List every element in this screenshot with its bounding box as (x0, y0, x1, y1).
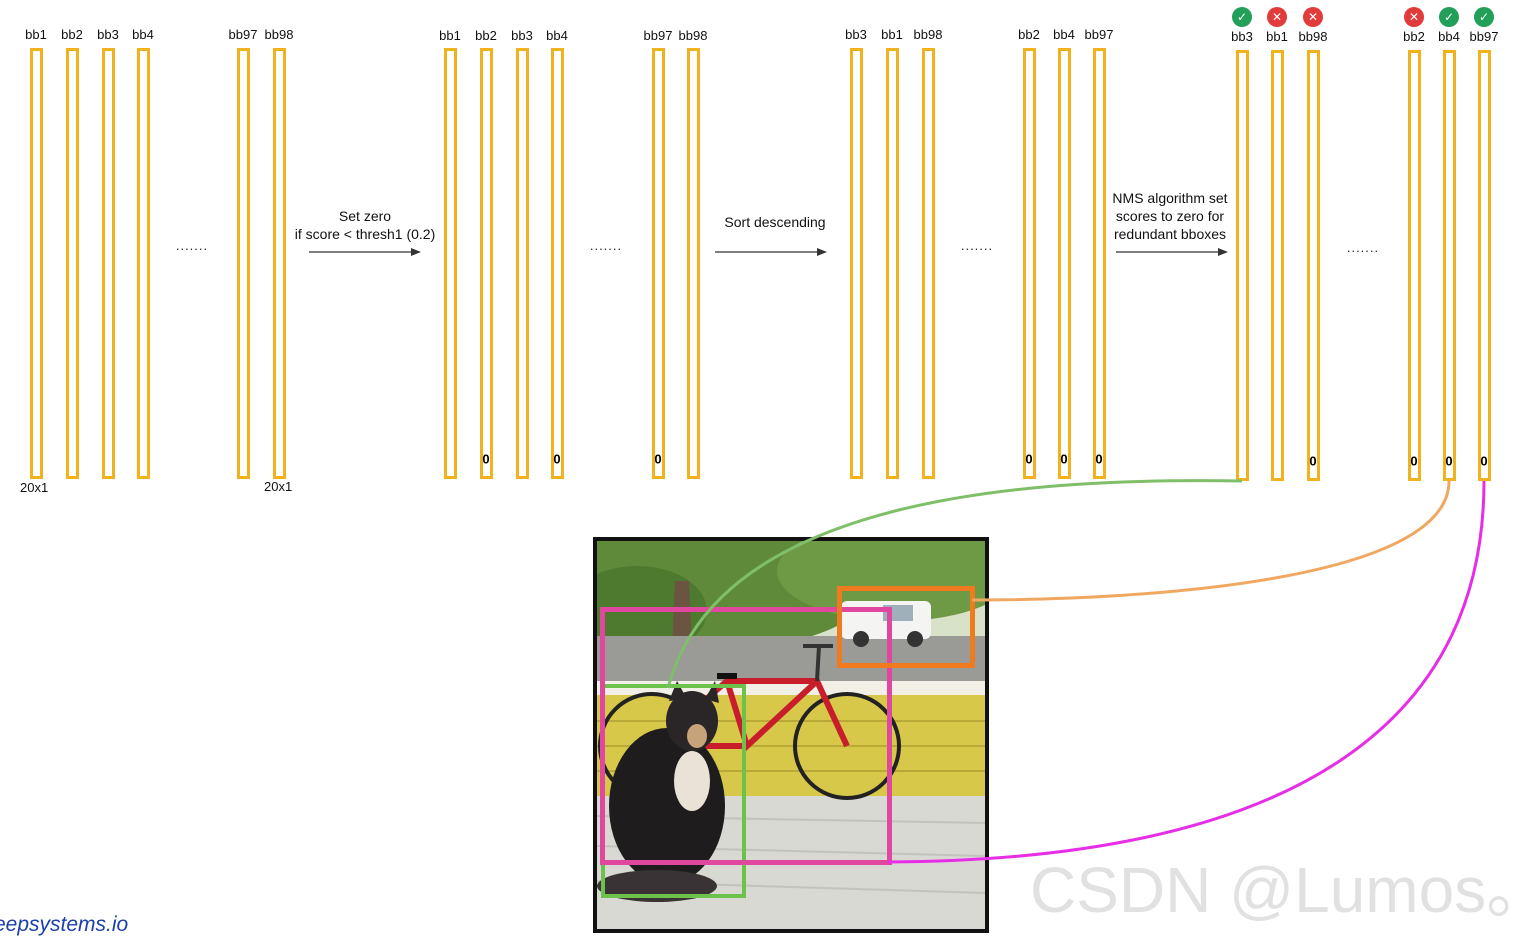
check-icon: ✓ (1232, 7, 1252, 27)
score-vector-bb97 (1092, 48, 1106, 479)
arrow-head (1218, 248, 1228, 256)
column-label-bb4: bb4 (1053, 27, 1075, 42)
column-label-bb3: bb3 (511, 28, 533, 43)
column-label-bb2: bb2 (475, 28, 497, 43)
score-vector-bb4 (550, 48, 564, 479)
score-vector-bb98 (686, 48, 700, 479)
zero-score-marker: 0 (1410, 453, 1418, 469)
column-label-bb97: bb97 (228, 27, 258, 42)
column-label-bb98: bb98 (678, 28, 708, 43)
ellipsis-gap: ....... (589, 238, 623, 253)
score-vector-bb1 (443, 48, 457, 479)
check-icon: ✓ (1439, 7, 1459, 27)
operation-caption-line: scores to zero for (1115, 208, 1225, 224)
column-label-bb97: bb97 (1084, 27, 1114, 42)
ellipsis-gap: ....... (960, 238, 994, 253)
operation-caption-line: Sort descending (724, 214, 826, 230)
score-vector-bb3 (1235, 50, 1249, 481)
score-vector-bb3 (101, 48, 115, 479)
score-vector-bb97 (1477, 50, 1491, 481)
score-vector-bb4 (136, 48, 150, 479)
operation-caption-line: redundant bboxes (1113, 226, 1227, 242)
score-vector-bb1 (885, 48, 899, 479)
column-label-bb1: bb1 (25, 27, 47, 42)
column-label-bb1: bb1 (1266, 29, 1288, 44)
ellipsis-gap: ....... (1346, 240, 1380, 255)
score-vector-bb4 (1057, 48, 1071, 479)
column-label-bb2: bb2 (61, 27, 83, 42)
cross-icon: ✕ (1404, 7, 1424, 27)
score-vector-bb1 (29, 48, 43, 479)
score-vector-bb97 (651, 48, 665, 479)
operation-caption-line: NMS algorithm set (1112, 190, 1228, 206)
score-vector-bb4 (1442, 50, 1456, 481)
score-vector-bb98 (272, 48, 286, 479)
zero-score-marker: 0 (1095, 451, 1103, 467)
zero-score-marker: 0 (1025, 451, 1033, 467)
score-vector-bb2 (1022, 48, 1036, 479)
link-bb4-to-car-box (971, 480, 1451, 602)
column-label-bb98: bb98 (913, 27, 943, 42)
column-label-bb3: bb3 (1231, 29, 1253, 44)
zero-score-marker: 0 (1060, 451, 1068, 467)
zero-score-marker: 0 (1480, 453, 1488, 469)
column-label-bb97: bb97 (1469, 29, 1499, 44)
cross-icon: ✕ (1267, 7, 1287, 27)
score-vector-bb2 (65, 48, 79, 479)
column-label-bb4: bb4 (546, 28, 568, 43)
score-vector-bb2 (1407, 50, 1421, 481)
operation-caption-line: Set zero (338, 208, 392, 224)
column-label-bb97: bb97 (643, 28, 673, 43)
zero-score-marker: 0 (1445, 453, 1453, 469)
csdn-watermark: CSDN @Lumos。 (1030, 854, 1513, 926)
score-vector-bb2 (479, 48, 493, 479)
arrow-head (817, 248, 827, 256)
score-vector-bb3 (849, 48, 863, 479)
column-label-bb1: bb1 (439, 28, 461, 43)
zero-score-marker: 0 (1309, 453, 1317, 469)
vector-size-label: 20x1 (20, 480, 49, 495)
operation-caption: Set zero if score < thresh1 (0.2) (295, 207, 435, 243)
detection-photo (593, 537, 989, 933)
column-label-bb2: bb2 (1018, 27, 1040, 42)
operation-caption: NMS algorithm set scores to zero for redun… (1112, 189, 1227, 243)
check-icon: ✓ (1474, 7, 1494, 27)
zero-score-marker: 0 (553, 451, 561, 467)
column-label-bb4: bb4 (1438, 29, 1460, 44)
cross-icon: ✕ (1303, 7, 1323, 27)
column-label-bb4: bb4 (132, 27, 154, 42)
score-vector-bb98 (1306, 50, 1320, 481)
score-vector-bb1 (1270, 50, 1284, 481)
score-vector-bb3 (515, 48, 529, 479)
site-watermark: eepsystems.io (0, 913, 129, 936)
column-label-bb3: bb3 (97, 27, 119, 42)
car-box (837, 586, 975, 668)
column-label-bb98: bb98 (264, 27, 294, 42)
column-label-bb1: bb1 (881, 27, 903, 42)
ellipsis-gap: ....... (175, 238, 209, 253)
column-label-bb3: bb3 (845, 27, 867, 42)
zero-score-marker: 0 (654, 451, 662, 467)
score-vector-bb97 (236, 48, 250, 479)
column-label-bb2: bb2 (1403, 29, 1425, 44)
zero-score-marker: 0 (482, 451, 490, 467)
column-label-bb98: bb98 (1298, 29, 1328, 44)
operation-caption-line: if score < thresh1 (0.2) (294, 226, 436, 242)
score-vector-bb98 (921, 48, 935, 479)
operation-caption: Sort descending (724, 213, 825, 231)
vector-size-label: 20x1 (264, 479, 293, 494)
arrow-head (411, 248, 421, 256)
